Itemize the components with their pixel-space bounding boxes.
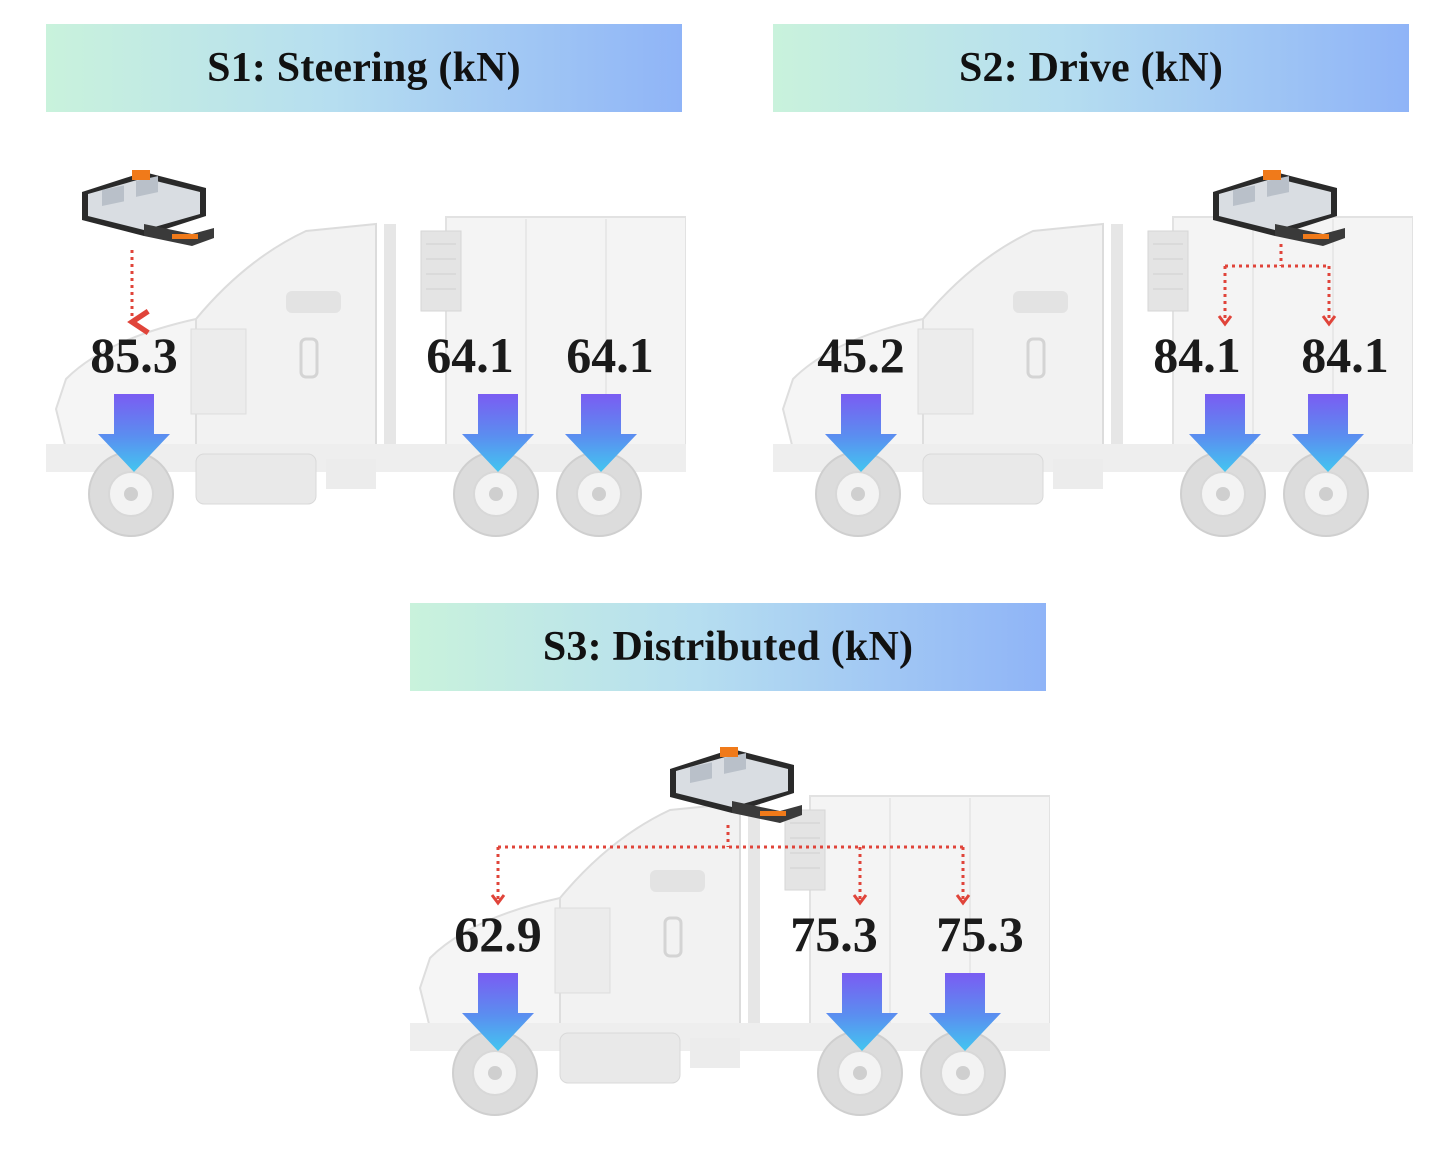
- load-arrow-icon: [565, 394, 637, 472]
- load-path-line: [1223, 244, 1331, 322]
- scenario-diagram: 85.3 64.1 64.1: [46, 170, 686, 538]
- leader-arrowhead: [1321, 315, 1337, 327]
- drive-axle-2-load: 84.1: [1301, 327, 1389, 383]
- leader-arrowhead: [955, 894, 971, 906]
- panel-s1: S1: Steering (kN) 85.3 64.1 64.1: [46, 24, 686, 544]
- load-arrow-icon: [1189, 394, 1261, 472]
- scenario-diagram: 45.2 84.1 84.1: [773, 170, 1413, 538]
- leader-arrowhead: [490, 894, 506, 906]
- panel-title-banner: S3: Distributed (kN): [410, 603, 1046, 691]
- steer-axle-load: 62.9: [454, 906, 542, 962]
- leader-arrowhead: [1217, 315, 1233, 327]
- steer-axle-load: 45.2: [817, 327, 905, 383]
- drive-axle-1-load: 75.3: [790, 906, 878, 962]
- load-arrow-icon: [462, 394, 534, 472]
- load-arrow-icon: [825, 394, 897, 472]
- panel-title: S2: Drive (kN): [958, 45, 1224, 91]
- load-arrow-icon: [98, 394, 170, 472]
- drive-axle-1-load: 64.1: [426, 327, 514, 383]
- panel-title-banner: S2: Drive (kN): [773, 24, 1409, 112]
- drive-axle-1-load: 84.1: [1153, 327, 1241, 383]
- scenario-diagram: 62.9 75.3 75.3: [410, 747, 1050, 1117]
- load-arrow-icon: [462, 973, 534, 1051]
- panel-title-banner: S1: Steering (kN): [46, 24, 682, 112]
- drive-axle-2-load: 75.3: [936, 906, 1024, 962]
- leader-arrowhead: [852, 894, 868, 906]
- steer-axle-load: 85.3: [90, 327, 178, 383]
- load-path-line: [496, 825, 965, 901]
- panel-title: S1: Steering (kN): [207, 45, 521, 91]
- load-arrow-icon: [1292, 394, 1364, 472]
- panel-title: S3: Distributed (kN): [542, 624, 914, 670]
- drive-axle-2-load: 64.1: [566, 327, 654, 383]
- panel-s3: S3: Distributed (kN) 62.9 75.3 75.3: [410, 603, 1050, 1143]
- battery-pack-icon: [82, 170, 214, 246]
- load-arrow-icon: [826, 973, 898, 1051]
- load-arrow-icon: [929, 973, 1001, 1051]
- panel-s2: S2: Drive (kN) 45.2 84.1 84.1: [773, 24, 1413, 544]
